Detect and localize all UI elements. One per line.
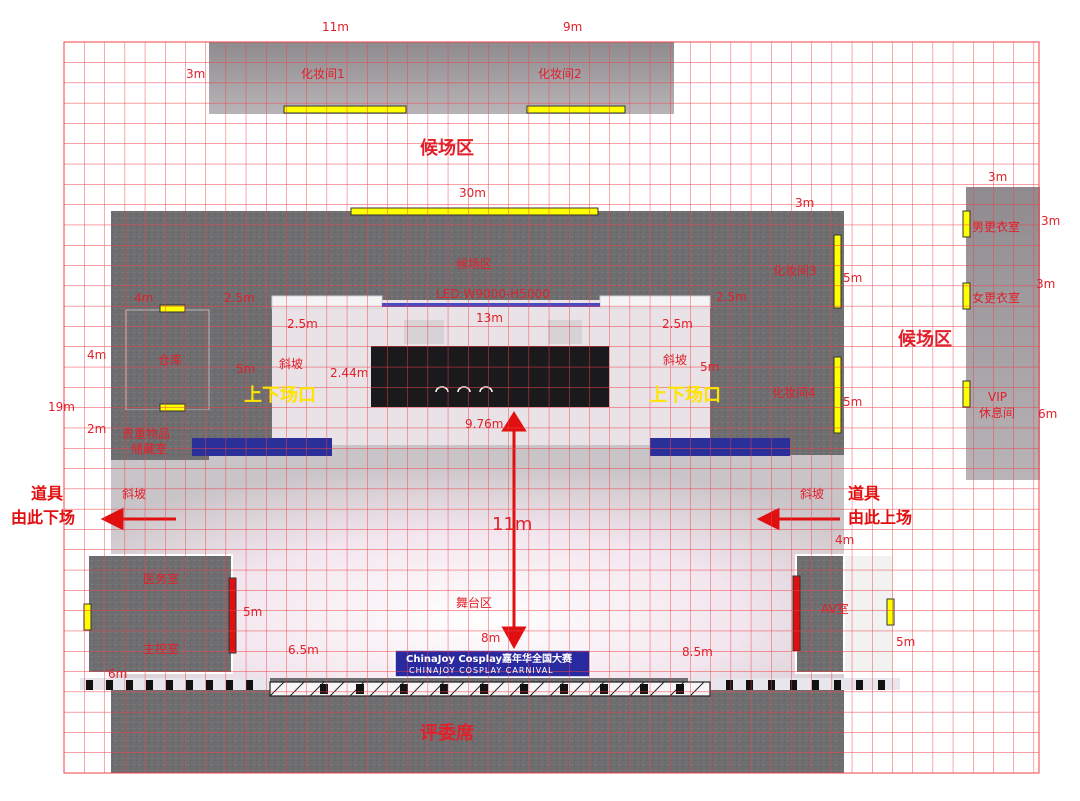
label-av-room: AV室 xyxy=(821,602,849,616)
dim-13m: 13m xyxy=(476,311,503,325)
label-storage: 仓库 xyxy=(158,353,183,367)
dim-makeup4-5m: 5m xyxy=(843,395,863,409)
dim-av-5m: 5m xyxy=(896,635,916,649)
dim-right-3m: 3m xyxy=(795,196,815,210)
dim-right-5m: 5m xyxy=(700,360,720,374)
arrow-right-line2: 由此上场 xyxy=(848,508,913,527)
label-main-control: 主控室 xyxy=(143,642,180,656)
dim-9-76m: 9.76m xyxy=(465,417,504,431)
label-makeup-room-4: 化妆间4 xyxy=(772,386,816,400)
dim-dressing-3m-b: 3m xyxy=(1036,277,1056,291)
dim-8-5m: 8.5m xyxy=(682,645,713,659)
zone-entrance-left: 上下场口 xyxy=(244,385,316,406)
dim-2-44m: 2.44m xyxy=(330,366,369,380)
banner-line1: ChinaJoy Cosplay嘉年华全国大赛 xyxy=(406,654,573,665)
dim-left-2-5m: 2.5m xyxy=(224,291,255,305)
dim-6-5m: 6.5m xyxy=(288,643,319,657)
dim-left-2-5m-b: 2.5m xyxy=(287,317,318,331)
dim-vip-6m: 6m xyxy=(1038,407,1058,421)
arrow-right-line1: 道具 xyxy=(848,484,881,503)
label-makeup-room-3: 化妆间3 xyxy=(773,264,817,278)
dim-stage-11m: 11m xyxy=(492,514,533,535)
label-makeup-room-1: 化妆间1 xyxy=(301,67,345,81)
dim-far-right-3m: 3m xyxy=(988,170,1008,184)
dim-left-4m-b: 4m xyxy=(87,348,107,362)
dim-left-5m: 5m xyxy=(236,362,256,376)
dim-right-4m: 4m xyxy=(835,533,855,547)
dim-30m: 30m xyxy=(459,186,486,200)
dim-left-4m: 4m xyxy=(134,291,154,305)
label-makeup-room-2: 化妆间2 xyxy=(538,67,582,81)
dim-top-11m: 11m xyxy=(322,20,349,34)
zone-waiting-right: 候场区 xyxy=(898,329,952,350)
dim-left-2m: 2m xyxy=(87,422,107,436)
banner-line2: CHINAJOY COSPLAY CARNIVAL xyxy=(409,666,554,675)
label-stage-area: 舞台区 xyxy=(456,596,493,610)
label-vip-line1: VIP xyxy=(988,390,1007,404)
label-vip-line2: 休息间 xyxy=(979,406,1016,420)
zone-entrance-right: 上下场口 xyxy=(649,385,721,406)
label-led: LED:W9000-H5000 xyxy=(436,287,550,301)
grid-overlay xyxy=(64,42,1039,773)
arrow-left-line2: 由此下场 xyxy=(11,508,76,527)
zone-waiting-top: 候场区 xyxy=(420,138,474,159)
label-ramp-right: 斜坡 xyxy=(663,353,688,367)
label-ramp-left: 斜坡 xyxy=(279,357,304,371)
label-ramp-lower-right: 斜坡 xyxy=(800,487,825,501)
label-ramp-lower-left: 斜坡 xyxy=(122,487,147,501)
zone-judges: 评委席 xyxy=(420,723,474,744)
dim-left-19m: 19m xyxy=(48,400,75,414)
dim-right-2-5m-b: 2.5m xyxy=(662,317,693,331)
label-valuables-line1: 贵重物品 xyxy=(122,427,171,441)
dim-right-2-5m: 2.5m xyxy=(716,290,747,304)
label-medical: 医务室 xyxy=(143,572,180,586)
arrow-left-line1: 道具 xyxy=(31,484,64,503)
label-waiting-backstage: 候场区 xyxy=(456,257,493,271)
dim-medical-5m: 5m xyxy=(243,605,263,619)
label-valuables-line2: 储藏室 xyxy=(131,442,168,456)
dim-top-3m: 3m xyxy=(186,67,206,81)
dim-8m: 8m xyxy=(481,631,501,645)
dim-dressing-3m-a: 3m xyxy=(1041,214,1061,228)
dim-makeup3-5m: 5m xyxy=(843,271,863,285)
dim-top-9m: 9m xyxy=(563,20,583,34)
label-female-dressing: 女更衣室 xyxy=(972,291,1021,305)
label-male-dressing: 男更衣室 xyxy=(972,220,1021,234)
dim-left-6m: 6m xyxy=(108,667,128,681)
